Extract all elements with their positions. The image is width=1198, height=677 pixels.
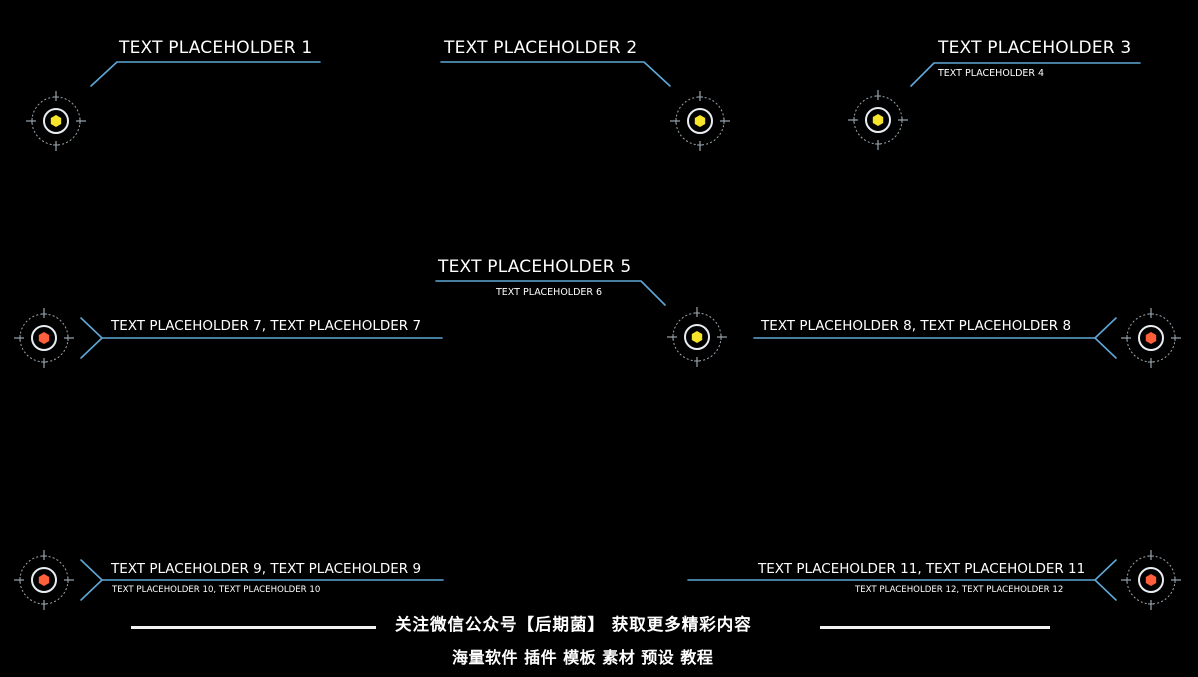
connector-7-chevron bbox=[80, 317, 103, 359]
callout-5-title: TEXT PLACEHOLDER 5 bbox=[438, 257, 632, 277]
footer-rule-left bbox=[131, 626, 376, 629]
crosshair-target-icon bbox=[16, 81, 96, 161]
hexagon-core-icon bbox=[694, 115, 706, 127]
crosshair-target-icon bbox=[657, 297, 737, 377]
callout-3-subtitle: TEXT PLACEHOLDER 4 bbox=[938, 68, 1045, 79]
callout-11-subtitle: TEXT PLACEHOLDER 12, TEXT PLACEHOLDER 12 bbox=[855, 585, 1064, 595]
footer-promo-line-2: 海量软件 插件 模板 素材 预设 教程 bbox=[452, 648, 714, 667]
hexagon-core-icon bbox=[38, 332, 50, 344]
callout-7-title: TEXT PLACEHOLDER 7, TEXT PLACEHOLDER 7 bbox=[111, 318, 422, 334]
crosshair-target-icon bbox=[4, 298, 84, 378]
footer-rule-right bbox=[820, 626, 1050, 629]
callout-5-subtitle: TEXT PLACEHOLDER 6 bbox=[496, 287, 603, 298]
callout-1-title: TEXT PLACEHOLDER 1 bbox=[119, 38, 313, 58]
connector-9-chevron bbox=[80, 559, 103, 601]
connector-5 bbox=[435, 280, 666, 306]
hexagon-core-icon bbox=[1145, 332, 1157, 344]
hexagon-core-icon bbox=[691, 331, 703, 343]
crosshair-target-icon bbox=[4, 540, 84, 620]
callout-11-title: TEXT PLACEHOLDER 11, TEXT PLACEHOLDER 11 bbox=[758, 561, 1086, 577]
connector-3 bbox=[910, 62, 1141, 87]
callout-2-title: TEXT PLACEHOLDER 2 bbox=[444, 38, 638, 58]
callout-9-subtitle: TEXT PLACEHOLDER 10, TEXT PLACEHOLDER 10 bbox=[112, 585, 321, 595]
crosshair-target-icon bbox=[838, 80, 918, 160]
crosshair-target-icon bbox=[660, 81, 740, 161]
connector-1 bbox=[90, 61, 321, 87]
callout-9-title: TEXT PLACEHOLDER 9, TEXT PLACEHOLDER 9 bbox=[111, 561, 422, 577]
crosshair-target-icon bbox=[1111, 540, 1191, 620]
crosshair-target-icon bbox=[1111, 298, 1191, 378]
callout-3-title: TEXT PLACEHOLDER 3 bbox=[938, 38, 1132, 58]
hexagon-core-icon bbox=[50, 115, 62, 127]
footer-promo-line-1: 关注微信公众号【后期菌】 获取更多精彩内容 bbox=[395, 615, 752, 634]
connector-2 bbox=[440, 61, 671, 87]
hexagon-core-icon bbox=[1145, 574, 1157, 586]
callout-8-title: TEXT PLACEHOLDER 8, TEXT PLACEHOLDER 8 bbox=[761, 318, 1072, 334]
hexagon-core-icon bbox=[38, 574, 50, 586]
hexagon-core-icon bbox=[872, 114, 884, 126]
